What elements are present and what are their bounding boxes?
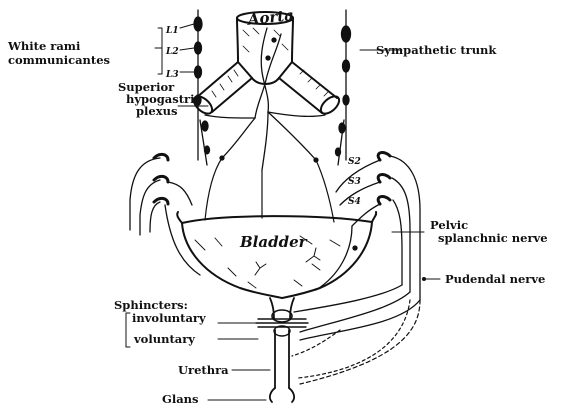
sympathetic-trunk-label: Sympathetic trunk [376,43,497,57]
segment-label-s3: S3 [348,177,361,187]
segment-label-l2: L2 [165,47,179,57]
urethra-label: Urethra [178,363,229,377]
hypogastric-nerves [205,156,334,222]
right-sympathetic-trunk [336,10,351,165]
segment-label-s4: S4 [348,197,361,207]
segment-label-l1: L1 [165,26,179,36]
segment-label-l3: L3 [165,70,179,80]
white-rami-label-line1: White rami [7,39,81,53]
white-rami-lines [180,24,194,72]
lumbar-segment-bracket [155,28,162,74]
bladder-label: Bladder [239,233,308,251]
pudendal-nerve-path [292,300,420,384]
superior-hypogastric-label-line3: plexus [136,104,177,118]
pelvic-splanchnic-label-line2: splanchnic nerve [438,231,548,245]
involuntary-label: involuntary [132,311,206,325]
voluntary-label: voluntary [133,332,195,346]
pelvic-splanchnic-label-line1: Pelvic [430,218,468,232]
sacral-left-hooks [154,154,168,204]
sphincter-bracket [126,313,130,347]
white-rami-label-line2: communicantes [8,53,110,67]
superior-hypogastric-plexus [205,28,325,170]
pudendal-nerve-label: Pudendal nerve [445,272,545,286]
aorta-label: Aorta [245,6,295,29]
segment-label-s2: S2 [348,157,361,167]
glans-label: Glans [162,392,198,404]
involuntary-sphincter [272,310,292,322]
sphincters-label: Sphincters: [114,298,188,312]
